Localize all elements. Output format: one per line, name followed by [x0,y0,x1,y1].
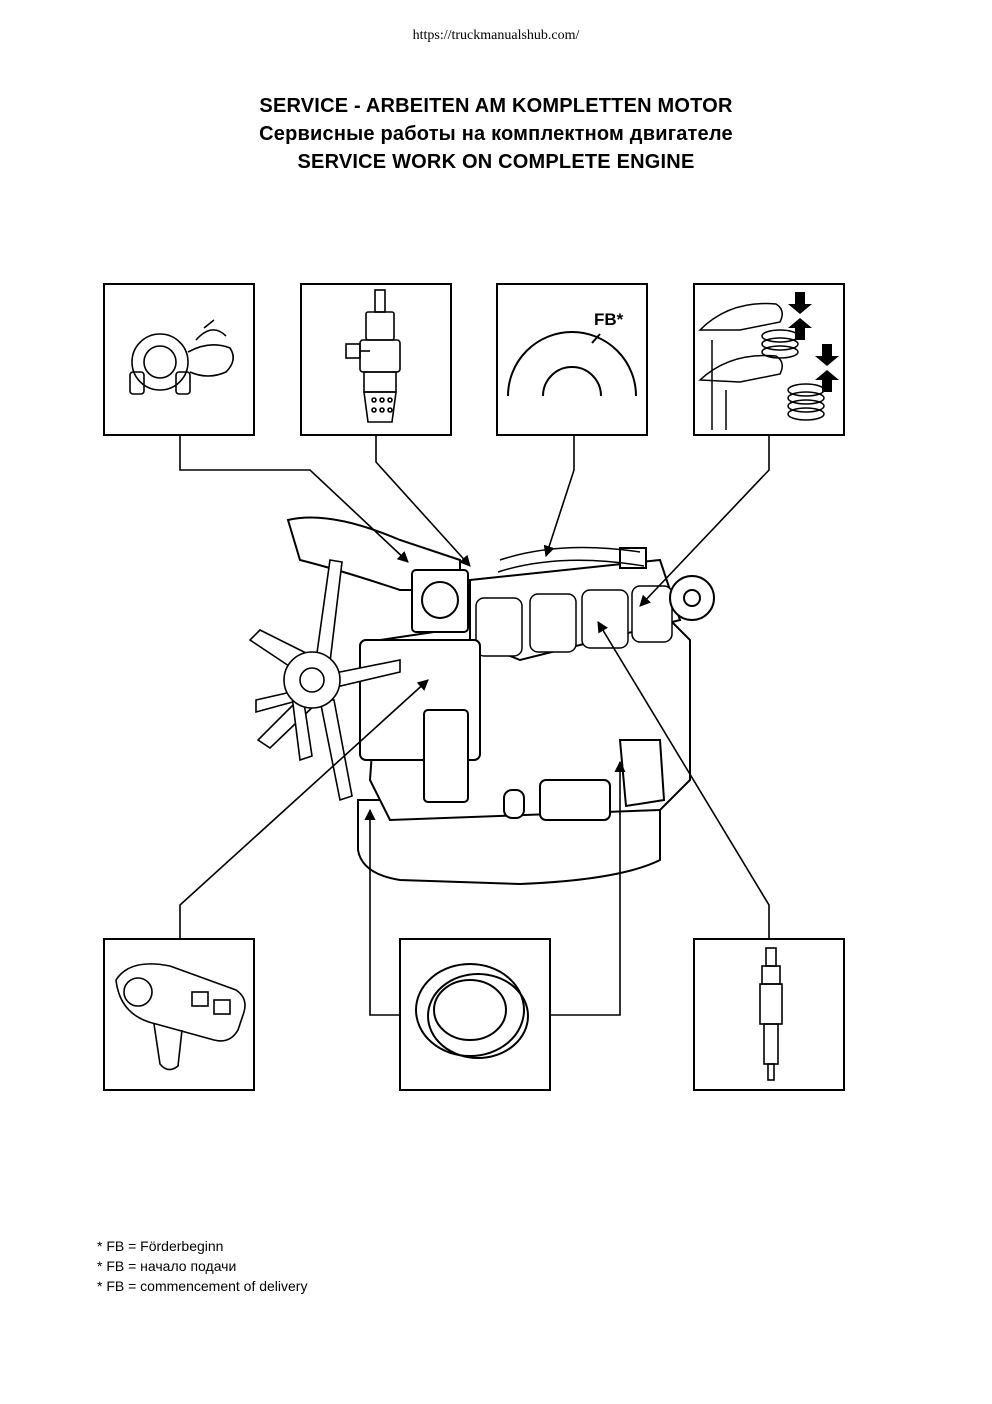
thermostat-icon [129,319,234,395]
leader-lines [179,435,770,1016]
title-english: SERVICE WORK ON COMPLETE ENGINE [297,151,695,173]
fb-label: FB* [594,310,624,329]
injector-removal-box[interactable] [693,938,845,1091]
page-title-block: SERVICE - ARBEITEN AM KOMPLETTEN MOTOR С… [0,92,992,176]
shaft-seal-ring-icon [415,963,529,1059]
footnote-russian: * FB = начало подачи [97,1258,237,1274]
injector-pencil-icon [759,947,783,1081]
exhaust-manifold-icon [115,963,246,1071]
leader-exhaust [179,679,429,939]
clearance-arrows-icon [788,292,839,392]
source-url[interactable]: https://truckmanualshub.com/ [412,28,580,43]
engine-illustration [248,516,715,886]
injection-timing-box[interactable]: FB* [496,283,648,436]
leader-seal-right [550,760,626,1016]
footnote-english: * FB = commencement of delivery [97,1278,308,1294]
thermostat-detail-box[interactable] [103,283,255,436]
valve-clearance-box[interactable] [693,283,845,436]
leader-seal-left [364,808,400,1016]
title-german: SERVICE - ARBEITEN AM KOMPLETTEN MOTOR [259,95,733,117]
injector-nozzle-icon [345,289,401,423]
leader-injector [375,435,471,567]
shaft-seal-box[interactable] [399,938,551,1091]
injector-detail-box[interactable] [300,283,452,436]
leader-thermostat [179,435,409,563]
exhaust-manifold-box[interactable] [103,938,255,1091]
leader-timing [543,435,575,558]
footnote-german: * FB = Förderbeginn [97,1238,224,1254]
footnote-block: * FB = Förderbeginn * FB = начало подачи… [97,1236,307,1296]
leader-valve [639,435,770,607]
title-russian: Сервисные работы на комплектном двигател… [259,123,733,145]
timing-arc-icon [507,331,637,397]
leader-injector-removal [597,621,770,939]
